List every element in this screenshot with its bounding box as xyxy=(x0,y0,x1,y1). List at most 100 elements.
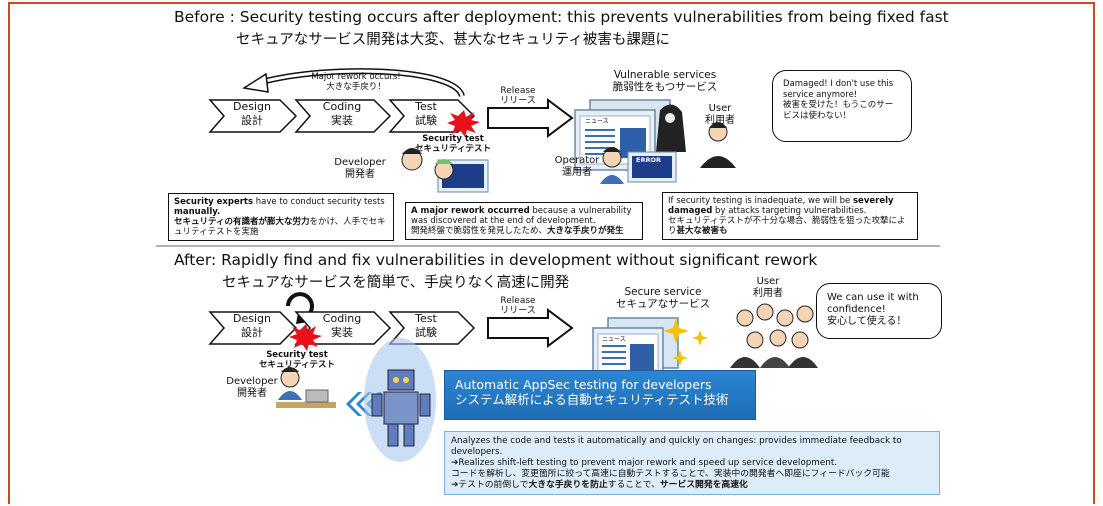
rework-arrowhead xyxy=(241,72,269,93)
operator-en: Operator xyxy=(554,155,600,166)
box3-bold-jp: 甚大な被害も xyxy=(676,226,728,236)
damaged-bubble: Damaged! I don't use this service anymor… xyxy=(772,70,912,142)
desc-line-4a: ➔テストの前倒しで xyxy=(451,480,529,490)
before-subtitle: セキュアなサービス開発は大変、甚大なセキュリティ被害も課題に xyxy=(236,32,670,48)
appsec-description-box: Analyzes the code and tests it automatic… xyxy=(444,431,940,495)
appsec-tool-jp: システム解析による自動セキュリティテスト技術 xyxy=(455,392,729,407)
appsec-tool-box: Automatic AppSec testing for developers … xyxy=(444,370,756,420)
box3-jp: セキュリティテストが不十分な場合、脆弱性を狙った攻撃により xyxy=(668,216,906,236)
rework-label-en: Major rework occurs! xyxy=(311,72,401,82)
after-screen-news: ニュース xyxy=(602,336,626,343)
before-security-test-en: Security test xyxy=(422,134,484,144)
before-step-coding-en: Coding xyxy=(322,100,362,113)
manual-testing-box: Security experts have to conduct securit… xyxy=(168,193,394,241)
damaged-bubble-jp: 被害を受けた！もうこのサービスは使わない！ xyxy=(783,100,894,121)
before-release-label: Release リリース xyxy=(490,86,546,106)
before-screen-error: ERROR xyxy=(636,156,661,164)
after-security-test-en: Security test xyxy=(266,350,328,360)
before-chevron-coding xyxy=(294,99,392,133)
after-release-en: Release xyxy=(500,296,536,306)
after-release-jp: リリース xyxy=(500,306,536,316)
before-step-design-jp: 設計 xyxy=(241,114,263,127)
after-step-test: Test 試験 xyxy=(402,312,450,340)
before-user-body xyxy=(700,156,736,168)
after-subtitle: セキュアなサービスを簡単で、手戻りなく高速に開発 xyxy=(222,275,570,291)
confidence-bubble-en: We can use it with confidence! xyxy=(827,292,919,315)
after-security-test-label: Security test セキュリティテスト xyxy=(252,350,342,370)
before-explosion xyxy=(447,110,480,137)
after-security-test-jp: セキュリティテスト xyxy=(259,360,335,370)
rework-label: Major rework occurs! 大きな手戻り！ xyxy=(306,72,406,92)
before-step-test-en: Test xyxy=(415,100,437,113)
after-release-arrow xyxy=(487,308,574,348)
robot-figure xyxy=(364,338,436,462)
before-developer-en: Developer xyxy=(334,157,386,168)
reaper-figure xyxy=(656,104,686,152)
before-step-test-jp: 試験 xyxy=(415,114,437,127)
operator-jp: 運用者 xyxy=(562,167,592,178)
after-step-coding-jp: 実装 xyxy=(331,326,353,339)
box3-en-a: If security testing is inadequate, we wi… xyxy=(668,196,853,206)
before-chevron-design xyxy=(208,99,298,133)
after-step-design: Design 設計 xyxy=(224,312,280,340)
after-title: After: Rapidly find and fix vulnerabilit… xyxy=(174,251,818,269)
before-release-en: Release xyxy=(500,86,536,96)
rework-box: A major rework occurred because a vulner… xyxy=(405,202,643,240)
vulnerable-services-en: Vulnerable services xyxy=(613,69,717,81)
desc-line-4c: することで、 xyxy=(607,480,660,490)
before-step-design-en: Design xyxy=(233,100,271,113)
damage-box: If security testing is inadequate, we wi… xyxy=(662,192,918,240)
after-developer-label: Developer 開発者 xyxy=(224,376,280,400)
before-release-arrow xyxy=(487,98,574,138)
user-crowd xyxy=(730,303,818,368)
box3-bold-en: severely damaged xyxy=(668,196,894,216)
after-step-design-en: Design xyxy=(233,312,271,325)
before-step-test: Test 試験 xyxy=(402,100,450,128)
before-release-jp: リリース xyxy=(500,96,536,106)
before-title: Before : Security testing occurs after d… xyxy=(174,8,949,26)
appsec-tool-en: Automatic AppSec testing for developers xyxy=(455,377,712,392)
box3-en-b: by attacks targeting vulnerabilities. xyxy=(712,206,867,216)
before-developer-label: Developer 開発者 xyxy=(330,157,390,181)
desc-line-4: ➔テストの前倒しで大きな手戻りを防止することで、サービス開発を高速化 xyxy=(451,480,933,491)
box2-jp: 開発終盤で脆弱性を発見したため、 xyxy=(411,226,548,236)
after-step-coding: Coding 実装 xyxy=(310,312,374,340)
desc-line-4d: サービス開発を高速化 xyxy=(659,480,748,490)
sparkle-icon xyxy=(663,318,689,344)
after-user-jp: 利用者 xyxy=(753,288,783,299)
after-step-test-jp: 試験 xyxy=(415,326,437,339)
desc-line-3: コードを解析し、変更箇所に絞って高速に自動テストすることで、実装中の開発者へ即座… xyxy=(451,469,890,479)
box1-bold-jp: セキュリティの有識者が膨大な労力 xyxy=(174,217,310,227)
box1-jp-rest: をかけ、人手でセキュリティテストを実施 xyxy=(174,217,386,237)
box1-bold-en: Security experts xyxy=(174,197,254,207)
confidence-bubble: We can use it with confidence! 安心して使える！ xyxy=(816,283,942,339)
before-security-test-jp: セキュリティテスト xyxy=(415,144,491,154)
damaged-bubble-en: Damaged! I don't use this service anymor… xyxy=(783,79,894,100)
before-user-label: User 利用者 xyxy=(700,103,740,127)
rework-label-jp: 大きな手戻り！ xyxy=(326,82,386,92)
after-developer-jp: 開発者 xyxy=(237,388,267,399)
vulnerable-services-label: Vulnerable services 脆弱性をもつサービス xyxy=(600,69,730,93)
after-step-design-jp: 設計 xyxy=(241,326,263,339)
box2-bold-en: A major rework occurred xyxy=(411,206,530,216)
after-step-test-en: Test xyxy=(415,312,437,325)
before-security-test-label: Security test セキュリティテスト xyxy=(408,134,498,154)
before-user-en: User xyxy=(708,103,732,114)
after-developer-en: Developer xyxy=(226,376,278,387)
slide-frame xyxy=(8,2,1095,504)
after-step-coding-en: Coding xyxy=(322,312,362,325)
before-step-coding-jp: 実装 xyxy=(331,114,353,127)
before-screen-news: ニュース xyxy=(585,118,609,125)
desc-line-1: Analyzes the code and tests it automatic… xyxy=(451,436,902,457)
box1-bold-en2: manually. xyxy=(174,207,221,217)
before-step-coding: Coding 実装 xyxy=(310,100,374,128)
operator-label: Operator 運用者 xyxy=(552,155,602,179)
after-chevron-test xyxy=(388,311,476,345)
after-user-en: User xyxy=(756,276,780,287)
before-developer-jp: 開発者 xyxy=(345,169,375,180)
before-user-jp: 利用者 xyxy=(705,115,735,126)
after-release-label: Release リリース xyxy=(490,296,546,316)
secure-service-jp: セキュアなサービス xyxy=(615,298,711,310)
box1-en-rest: have to conduct security tests xyxy=(253,197,385,207)
